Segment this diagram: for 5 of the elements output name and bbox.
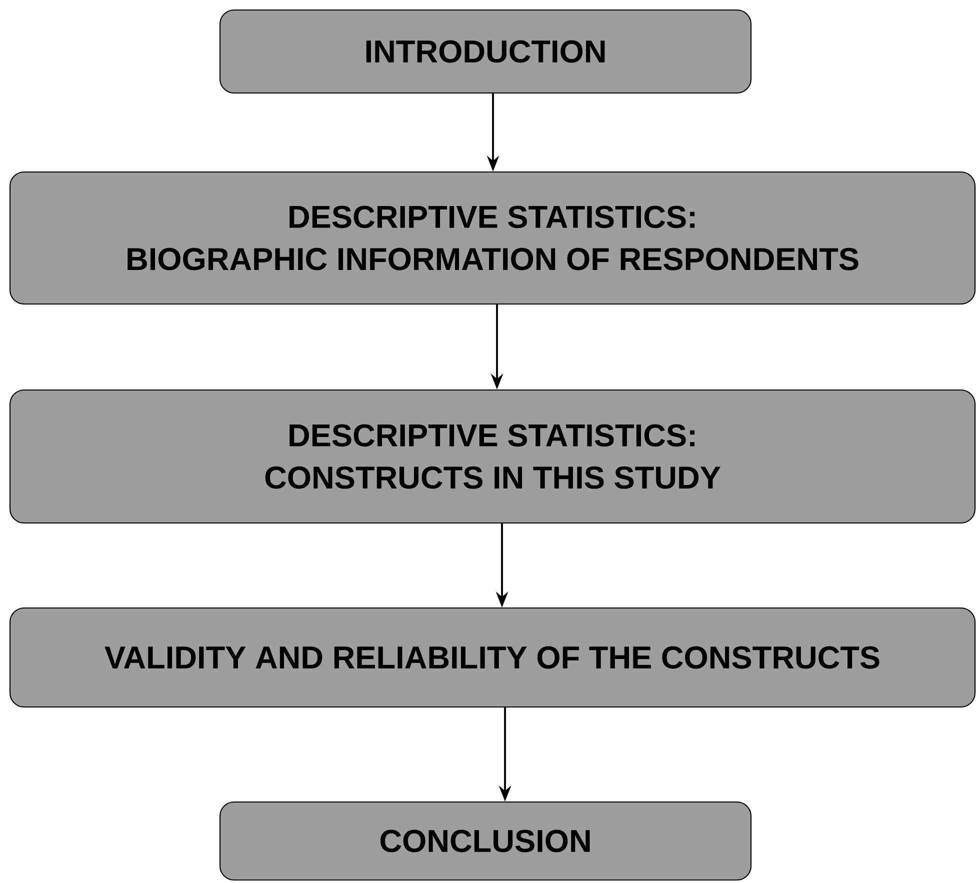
process-box: VALIDITY AND RELIABILITY OF THE CONSTRUCTS	[9, 607, 976, 708]
process-box: INTRODUCTION	[219, 9, 752, 94]
process-box: DESCRIPTIVE STATISTICS: BIOGRAPHIC INFORMATION OF RESPONDENTS	[9, 171, 976, 305]
process-box: DESCRIPTIVE STATISTICS: CONSTRUCTS IN THIS STUDY	[9, 389, 976, 524]
process-box: CONCLUSION	[219, 801, 752, 881]
